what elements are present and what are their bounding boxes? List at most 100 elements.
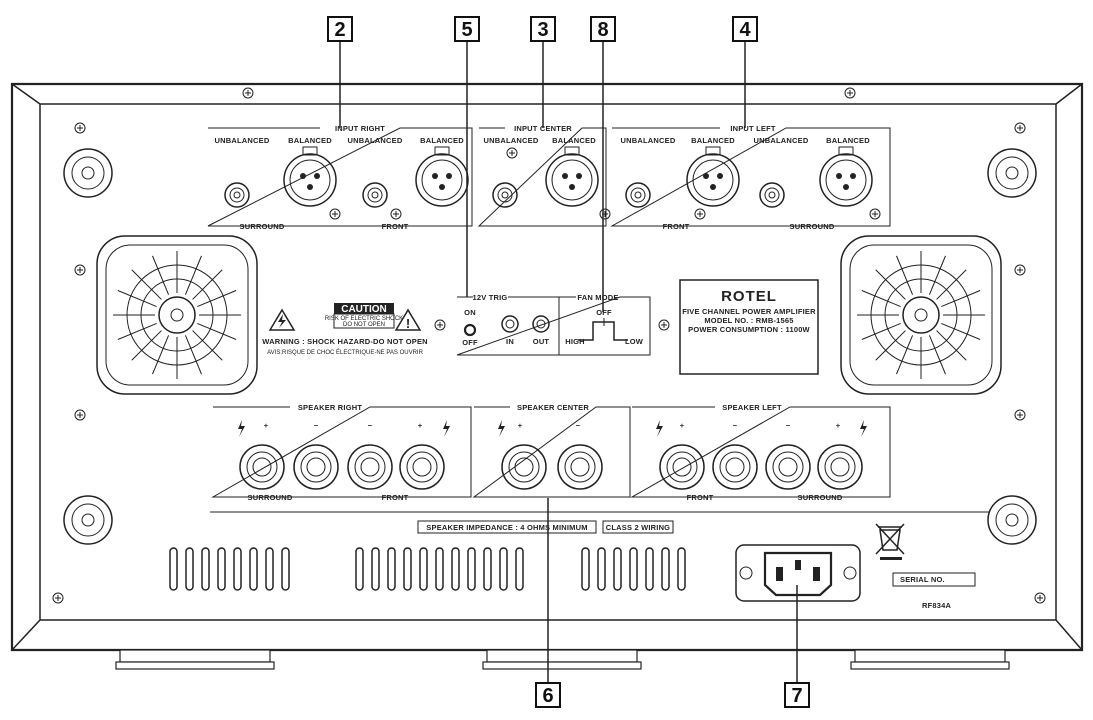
speaker-center-title: SPEAKER CENTER [517,403,589,412]
binding-posts [239,444,863,490]
speaker-right-title: SPEAKER RIGHT [298,403,362,412]
vent-slot [645,547,654,591]
caution-line1: RISK OF ELECTRIC SHOCK [325,316,403,322]
screw-icon [329,208,341,220]
speaker-right-front: FRONT [382,493,409,502]
fan-slat [941,290,981,308]
input-right-surround: SURROUND [240,222,285,231]
callout-5: 5 [454,16,480,42]
screw-icon [52,592,64,604]
screw-icon [74,264,86,276]
input-center-title: INPUT CENTER [514,124,572,133]
rca-jacks [224,182,785,208]
fan-ring [140,278,214,352]
xlr-jacks [283,146,873,207]
speaker-right-sign-4: + [418,421,423,430]
exclamation-triangle-icon [394,308,422,331]
screw-icon [506,147,518,159]
speaker-center-sign-1: + [518,421,523,430]
fan-slat [936,269,967,300]
vent-slot [435,547,444,591]
fan-slat [197,290,237,308]
fan-slat [197,322,237,340]
serial-box: SERIAL NO. [892,572,976,587]
vent-slot [661,547,670,591]
vent-slot [169,547,178,591]
fan-slat [184,335,202,375]
svg-text:2: 2 [334,19,345,41]
vent-slot [613,547,622,591]
impedance-note: SPEAKER IMPEDANCE : 4 OHMS MINIMUM [426,523,587,532]
binding-post [659,444,705,490]
speaker-right-surround: SURROUND [248,493,293,502]
binding-post [765,444,811,490]
screw-icon [74,409,86,421]
callout-2: 2 [327,16,353,42]
bumper [63,495,113,545]
svg-text:6: 6 [542,685,553,707]
speaker-right-panel: SPEAKER RIGHT SURROUND FRONT + − − + [211,403,472,502]
wiring-note: CLASS 2 WIRING [606,523,670,532]
screw-icon [869,208,881,220]
speaker-left-surround: SURROUND [798,493,843,502]
vent-slot [515,547,524,591]
bolt-icon [498,420,505,437]
input-left-unbalanced-1: UNBALANCED [621,136,676,145]
input-left-surround: SURROUND [790,222,835,231]
speaker-left-title: SPEAKER LEFT [722,403,782,412]
screw-icon [74,122,86,134]
input-center-balanced: BALANCED [552,136,596,145]
screw-icon [390,208,402,220]
input-left-title: INPUT LEFT [730,124,776,133]
chassis-inner-border [11,83,1083,651]
notes: SPEAKER IMPEDANCE : 4 OHMS MINIMUM CLASS… [417,520,674,534]
binding-post [239,444,285,490]
caution-label: CAUTION RISK OF ELECTRIC SHOCK DO NOT OP… [262,303,428,356]
lightning-triangle-icon [268,308,296,331]
fan-slat [896,255,914,295]
vent-slots [169,547,686,591]
caution-warning: WARNING : SHOCK HAZARD-DO NOT OPEN [262,337,428,346]
svg-text:4: 4 [739,19,751,41]
trigger-off: OFF [462,338,478,347]
vent-slot [451,547,460,591]
vent-slot [265,547,274,591]
lightning-bolt-icon [278,314,286,328]
screw-icon [658,319,670,331]
trigger-out: OUT [533,337,550,346]
rca-jack [224,182,250,208]
fan-slat [928,255,946,295]
fan-slat [861,290,901,308]
fan-slat [117,290,157,308]
screw-icon [694,208,706,220]
binding-post [399,444,445,490]
screw-icon [844,87,856,99]
fan-slat [928,335,946,375]
binding-post [293,444,339,490]
binding-post [501,444,547,490]
input-left-unbalanced-2: UNBALANCED [754,136,809,145]
fan-slat [117,322,157,340]
xlr-jack [819,146,873,207]
speaker-center-sign-2: − [576,421,581,430]
bumpers [63,148,1037,545]
speaker-right-sign-3: − [368,421,373,430]
speaker-left-panel: SPEAKER LEFT FRONT SURROUND + − − + [630,403,891,502]
trigger-title: 12V TRIG [473,293,508,302]
speaker-right-sign-2: − [314,421,319,430]
rca-jack [492,182,518,208]
callout-leader-lines [339,41,798,683]
vent-slot [233,547,242,591]
vent-slot [403,547,412,591]
input-left-balanced-2: BALANCED [826,136,870,145]
callout-3: 3 [530,16,556,42]
trigger-fan-panel: 12V TRIG FAN MODE ON OFF IN OUT OFF HIGH… [456,293,651,356]
vent-slot [355,547,364,591]
brand-logo: ROTEL [721,288,777,305]
rca-jack [759,182,785,208]
vent-slot [185,547,194,591]
vent-slot [597,547,606,591]
screws [52,87,1046,604]
input-left-balanced-1: BALANCED [691,136,735,145]
fan-off: OFF [596,308,612,317]
